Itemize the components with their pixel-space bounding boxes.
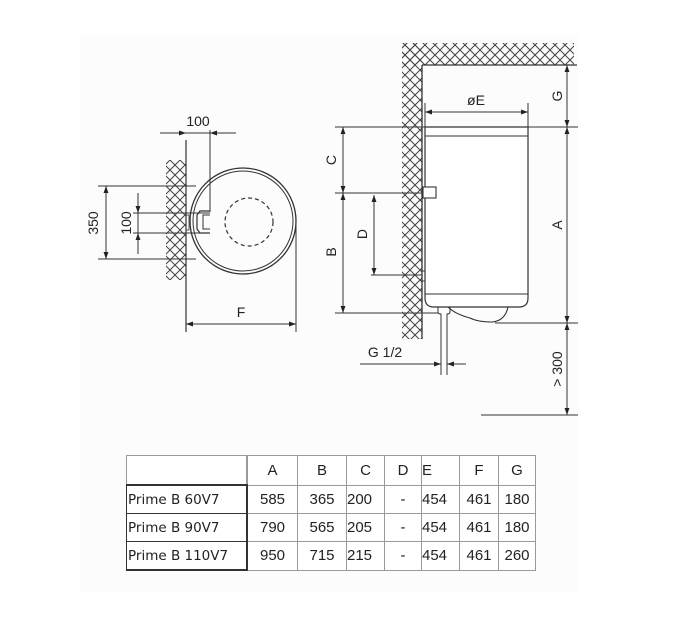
bottom-cover [447, 306, 509, 323]
cell-B: 365 [297, 484, 347, 514]
table-header-B: B [297, 455, 347, 486]
cell-B: 715 [297, 541, 347, 571]
wall-hatch [166, 160, 186, 280]
cell-G: 260 [498, 541, 536, 571]
dim-label-100-vertical: 100 [118, 211, 134, 235]
table-row: Prime B 110V7 950 715 215 - 454 461 260 [126, 541, 536, 571]
side-view: øE G A > 300 C B D G 1/2 [323, 43, 578, 416]
top-view: 100 350 100 F [85, 113, 297, 332]
table-row: Prime B 90V7 790 565 205 - 454 461 180 [126, 513, 536, 542]
dim-label-B: B [323, 247, 339, 256]
model-name: Prime B 90V7 [126, 513, 248, 542]
table-header-corner [126, 455, 248, 486]
wall-hatch-side [402, 43, 422, 339]
cell-D: - [384, 541, 422, 571]
cell-F: 461 [459, 513, 499, 542]
table-header-A: A [246, 455, 298, 486]
cell-D: - [384, 484, 422, 514]
cell-G: 180 [498, 484, 536, 514]
cell-A: 585 [246, 484, 298, 514]
dim-label-floor-clearance: > 300 [549, 351, 565, 387]
table-row: Prime B 60V7 585 365 200 - 454 461 180 [126, 484, 536, 514]
table-header-E: E [421, 455, 460, 486]
cell-C: 215 [346, 541, 385, 571]
dim-label-diameter-E: øE [467, 92, 485, 108]
cell-A: 950 [246, 541, 298, 571]
dimensions-table: A B C D E F G Prime B 60V7 585 365 200 -… [126, 455, 536, 571]
heating-element-dashed [224, 197, 274, 247]
cell-E: 454 [421, 484, 460, 514]
dim-label-350: 350 [85, 211, 101, 235]
bracket-side [422, 186, 437, 199]
cell-E: 454 [421, 513, 460, 542]
cell-F: 461 [459, 484, 499, 514]
cell-E: 454 [421, 541, 460, 571]
table-header-D: D [384, 455, 422, 486]
table-header-F: F [459, 455, 499, 486]
cell-G: 180 [498, 513, 536, 542]
cell-D: - [384, 513, 422, 542]
cell-A: 790 [246, 513, 298, 542]
dim-label-C: C [323, 155, 339, 165]
cell-C: 205 [346, 513, 385, 542]
cell-F: 461 [459, 541, 499, 571]
cell-B: 565 [297, 513, 347, 542]
table-header-row: A B C D E F G [126, 455, 536, 486]
ceiling-hatch [402, 43, 574, 65]
dim-label-pipe-thread: G 1/2 [368, 344, 402, 360]
cell-C: 200 [346, 484, 385, 514]
water-pipe [437, 307, 451, 375]
dim-label-A: A [549, 220, 565, 230]
tank-body [424, 126, 529, 308]
tank-outline [189, 167, 297, 275]
model-name: Prime B 110V7 [126, 541, 248, 571]
table-header-C: C [346, 455, 385, 486]
model-name: Prime B 60V7 [126, 484, 248, 514]
table-header-G: G [498, 455, 536, 486]
dim-label-G: G [549, 91, 565, 102]
dim-label-top-100: 100 [186, 113, 210, 129]
dim-label-F: F [237, 304, 246, 320]
dim-label-D: D [354, 229, 370, 239]
